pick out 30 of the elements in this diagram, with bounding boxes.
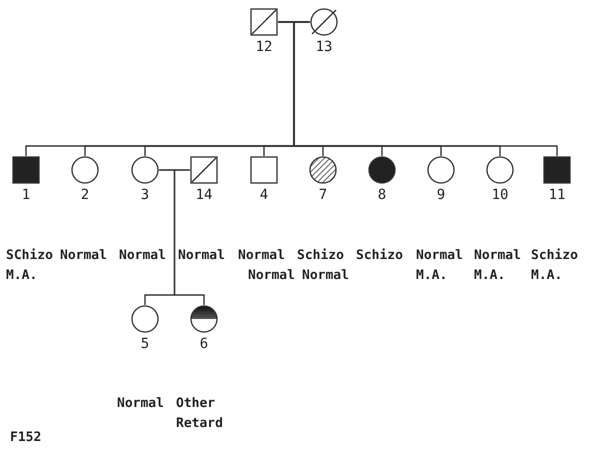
individual-number: 10 xyxy=(490,187,510,203)
individual-number: 1 xyxy=(20,187,32,203)
status-label: Schizo xyxy=(356,247,404,265)
status-label: Other Retard xyxy=(176,395,224,433)
individual-number: 12 xyxy=(254,39,274,55)
individual-number: 8 xyxy=(376,187,388,203)
individual-number: 14 xyxy=(194,187,214,203)
status-label: Schizo xyxy=(297,247,345,265)
individual-number: 3 xyxy=(140,187,150,203)
individual-number: 5 xyxy=(140,336,150,352)
status-label: Normal M.A. xyxy=(416,247,464,285)
status-label: Normal xyxy=(248,267,296,285)
pedigree-line xyxy=(174,169,205,305)
status-label: Normal xyxy=(302,267,350,285)
status-label: Normal M.A. xyxy=(474,247,522,285)
status-label: Normal xyxy=(238,247,286,265)
status-label: Schizo M.A. xyxy=(531,247,579,285)
individual-number: 13 xyxy=(314,39,334,55)
status-label: Normal xyxy=(119,247,167,265)
status-label: Normal xyxy=(117,395,165,413)
individual-number: 4 xyxy=(258,187,270,203)
status-label: Normal xyxy=(60,247,108,265)
individual-number: 7 xyxy=(318,187,328,203)
individual-number: 11 xyxy=(548,187,566,203)
status-label: SChizo M.A. xyxy=(6,247,54,285)
status-label: Normal xyxy=(178,247,226,265)
figure-code: F152 xyxy=(10,430,42,445)
individual-number: 6 xyxy=(198,336,210,352)
individual-number: 9 xyxy=(436,187,446,203)
individual-number: 2 xyxy=(80,187,90,203)
